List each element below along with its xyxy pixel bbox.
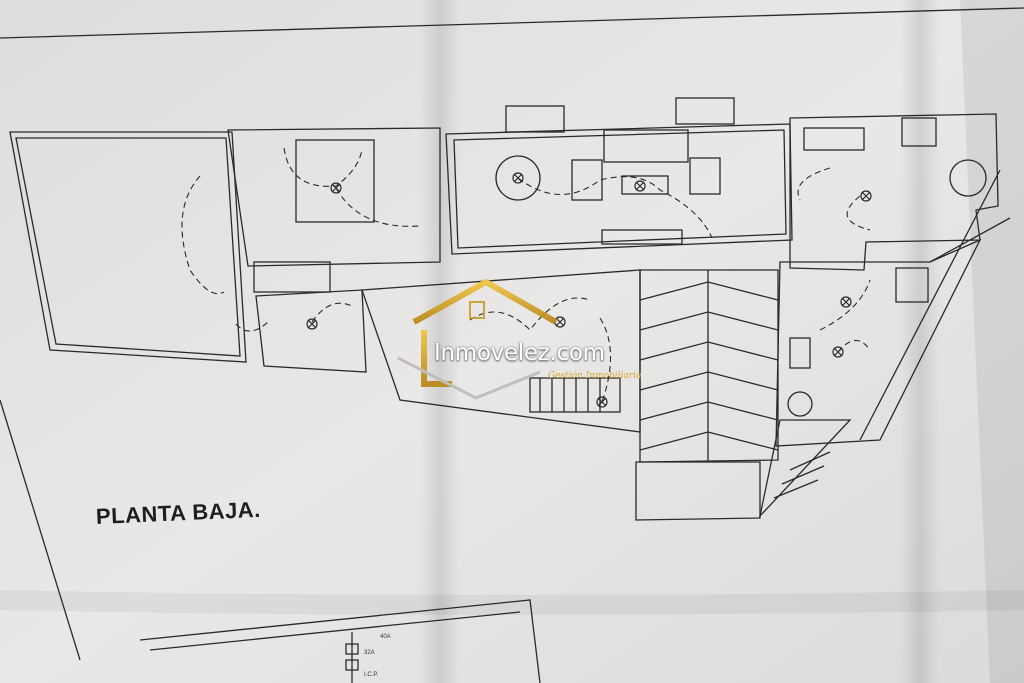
watermark-brand: Inmovelez.com [434,340,605,366]
paper-fold [0,590,1024,615]
electrical-circuits [181,147,871,403]
paper-shadow [960,0,1024,683]
panel-label: 32A [364,650,375,656]
plan-lines [0,7,1024,683]
panel-label: 40A [380,634,391,640]
light-fixtures [306,172,872,408]
panel-label: I.C.P. [364,672,379,678]
paper-fold [900,0,940,683]
watermark-tagline: Gestión Inmobiliaria [548,371,642,381]
watermark-logo [397,279,558,400]
